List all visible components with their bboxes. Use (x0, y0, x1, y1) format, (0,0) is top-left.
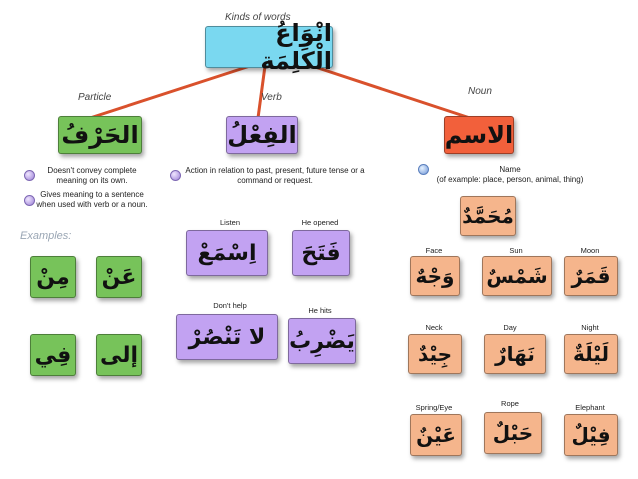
noun-note-name: Name (499, 165, 521, 174)
noun-label: Sun (509, 246, 523, 255)
particle-example: عَنْ (96, 256, 142, 298)
particle-caption: Particle (78, 92, 112, 103)
verb-label: He hits (308, 306, 332, 315)
title-box: انْوَاعُ الْكَلِمَة (205, 19, 333, 75)
verb-example: يَضْرِبُ (288, 318, 356, 364)
particle-note-1: Doesn't convey complete meaning on its o… (47, 166, 137, 185)
verb-example: لا تَنْصُرْ (176, 314, 278, 360)
verb-note-bullet (170, 170, 181, 181)
noun-main-example: مُحَمَّدٌ (460, 196, 516, 236)
particle-example: فِي (30, 334, 76, 376)
connector-verb (256, 65, 267, 119)
verb-label: Listen (219, 218, 240, 227)
verb-label: He opened (301, 218, 339, 227)
verb-note: Action in relation to past, present, fut… (185, 166, 365, 185)
noun-box: الاسم (444, 116, 514, 154)
noun-label: Face (425, 246, 443, 255)
connector-particle (89, 64, 251, 120)
noun-example: قَمَرٌ (564, 256, 618, 296)
particle-box: الحَرْفُ (58, 116, 142, 154)
connector-noun (299, 60, 471, 120)
noun-label: Elephant (575, 403, 605, 412)
noun-example: عَيْنٌ (410, 414, 462, 456)
title-caption: Kinds of words (225, 12, 291, 23)
particle-example: مِنْ (30, 256, 76, 298)
particle-example: إلى (96, 334, 142, 376)
noun-note-bullet (418, 164, 429, 175)
verb-caption: Verb (261, 92, 282, 103)
noun-caption: Noun (468, 86, 492, 97)
noun-label: Rope (501, 399, 519, 408)
verb-example: فَتَحَ (292, 230, 350, 276)
particle-note-2: Gives meaning to a sentence when used wi… (36, 190, 148, 209)
noun-note-example: (of example: place, person, animal, thin… (436, 175, 584, 184)
verb-label: Don't help (213, 301, 247, 310)
noun-example: جِيْدٌ (408, 334, 462, 374)
noun-example: وَجْهٌ (410, 256, 460, 296)
particle-note-bullet (24, 195, 35, 206)
noun-example: حَبْلٌ (484, 412, 542, 454)
verb-example: اِسْمَعْ (186, 230, 268, 276)
examples-label: Examples: (20, 230, 72, 242)
noun-example: فِيْلٌ (564, 414, 618, 456)
noun-example: شَمْسٌ (482, 256, 552, 296)
noun-label: Day (503, 323, 517, 332)
noun-example: نَهَارٌ (484, 334, 546, 374)
verb-box: الفِعْلُ (226, 116, 298, 154)
noun-label: Night (581, 323, 599, 332)
noun-label: Spring/Eye (415, 403, 453, 412)
particle-note-bullet (24, 170, 35, 181)
noun-label: Neck (425, 323, 443, 332)
noun-label: Moon (580, 246, 600, 255)
noun-example: لَيْلَةٌ (564, 334, 618, 374)
